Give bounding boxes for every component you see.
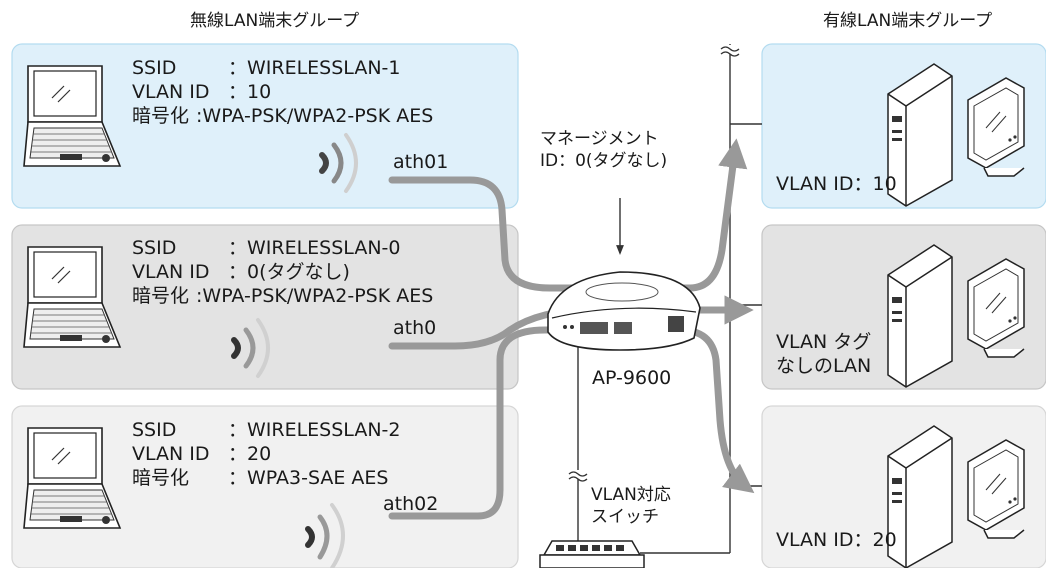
management-label: マネージメント: [540, 129, 659, 149]
encryption-value: :WPA-PSK/WPA2-PSK AES: [196, 285, 434, 307]
vlan-id-label: VLAN ID: [132, 81, 210, 103]
wired-group-header: 有線LAN端末グループ: [823, 11, 993, 31]
wireless-signal-icon: [305, 503, 345, 568]
ap-model-label: AP-9600: [592, 367, 672, 389]
line-break-mark-top: [720, 45, 740, 57]
line-break-mark-bottom: [568, 470, 588, 482]
encryption-value: :WPA-PSK/WPA2-PSK AES: [196, 105, 434, 127]
wireless-group-box-1: [11, 43, 519, 209]
desktop-pc-icon: [887, 63, 1025, 207]
wired-group-label: VLAN ID：10: [776, 173, 897, 195]
ap-device: [547, 271, 701, 351]
wired-group-label: VLAN タグ: [776, 331, 872, 353]
vlan-id-value: ：20: [228, 443, 272, 465]
switch-device: [539, 540, 645, 568]
encryption-label: 暗号化: [132, 467, 190, 489]
encryption-value: ：WPA3-SAE AES: [228, 467, 389, 489]
ssid-label: SSID: [132, 237, 177, 259]
laptop-icon: [23, 427, 122, 529]
wired-group-label: VLAN ID：20: [776, 529, 897, 551]
wireless-signal-icon: [319, 133, 358, 193]
management-id-label: ID：0(タグなし): [540, 151, 668, 171]
interface-label: ath01: [393, 151, 449, 173]
ssid-value: ：WIRELESSLAN-0: [228, 237, 401, 259]
laptop-icon: [23, 65, 122, 167]
vlan-id-value: ：0(タグなし): [228, 261, 350, 283]
encryption-label: 暗号化: [132, 285, 190, 307]
vlan-id-value: ：10: [228, 81, 272, 103]
flow-ath01-vlan10: [388, 138, 748, 292]
vlan-id-label: VLAN ID: [132, 443, 210, 465]
interface-label: ath02: [383, 493, 439, 515]
ssid-label: SSID: [132, 419, 177, 441]
flow-ath02-vlan20: [388, 326, 755, 520]
interface-label: ath0: [393, 317, 437, 339]
encryption-label: 暗号化: [132, 105, 190, 127]
switch-label-line2: スイッチ: [591, 507, 659, 527]
desktop-pc-icon: [887, 425, 1025, 568]
ssid-value: ：WIRELESSLAN-2: [228, 419, 401, 441]
wireless-signal-icon: [231, 318, 270, 378]
ssid-label: SSID: [132, 57, 177, 79]
wired-group-label-line2: なしのLAN: [776, 355, 872, 377]
ssid-value: ：WIRELESSLAN-1: [228, 57, 401, 79]
vlan-id-label: VLAN ID: [132, 261, 210, 283]
wireless-group-header: 無線LAN端末グループ: [190, 11, 360, 31]
wireless-group-box-2: [11, 405, 519, 568]
switch-label: VLAN対応: [591, 485, 671, 505]
laptop-icon: [23, 246, 122, 348]
desktop-pc-icon: [887, 244, 1025, 388]
